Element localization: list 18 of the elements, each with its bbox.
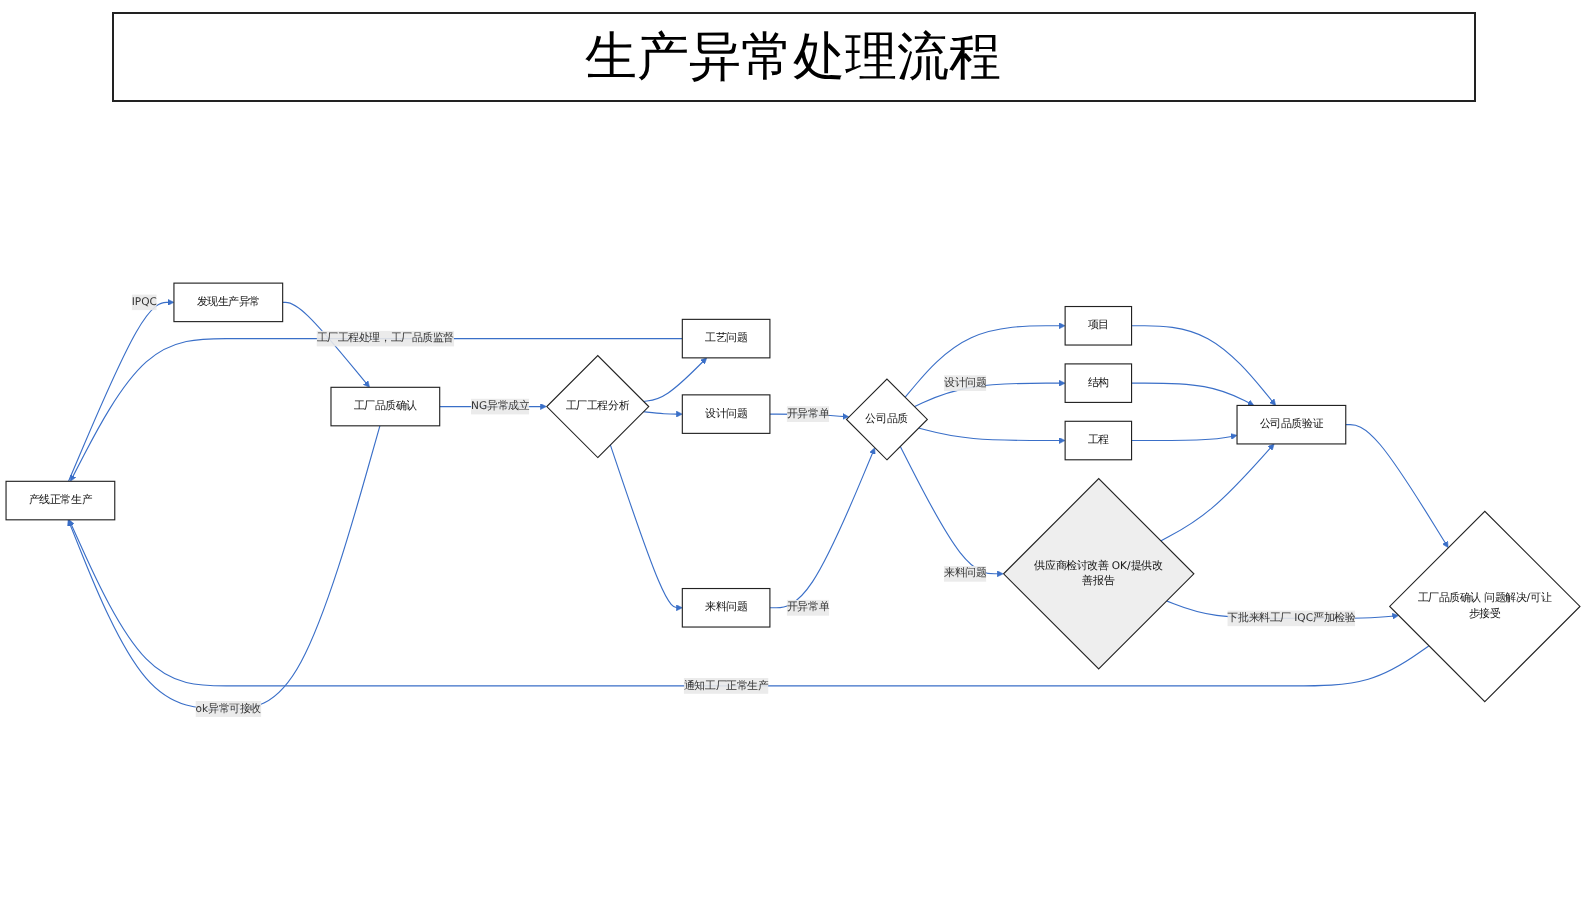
arrow: [899, 445, 1004, 578]
arrow: [70, 338, 683, 482]
arrow: [1131, 382, 1255, 406]
arrow: [917, 427, 1066, 444]
arrow: [1345, 424, 1449, 548]
arrow: [913, 379, 1066, 408]
arrow: [1131, 433, 1238, 442]
arrow: [1131, 325, 1276, 406]
arrow: [67, 425, 381, 710]
arrow: [904, 322, 1066, 398]
arrow: [609, 444, 683, 612]
arrow: [1160, 443, 1275, 542]
arrow: [68, 299, 175, 482]
title: 生产异常处理流程: [111, 12, 1475, 102]
arrow: [769, 447, 876, 609]
arrow: [642, 410, 683, 418]
arrow: [642, 357, 708, 403]
arrow: [68, 519, 1430, 687]
